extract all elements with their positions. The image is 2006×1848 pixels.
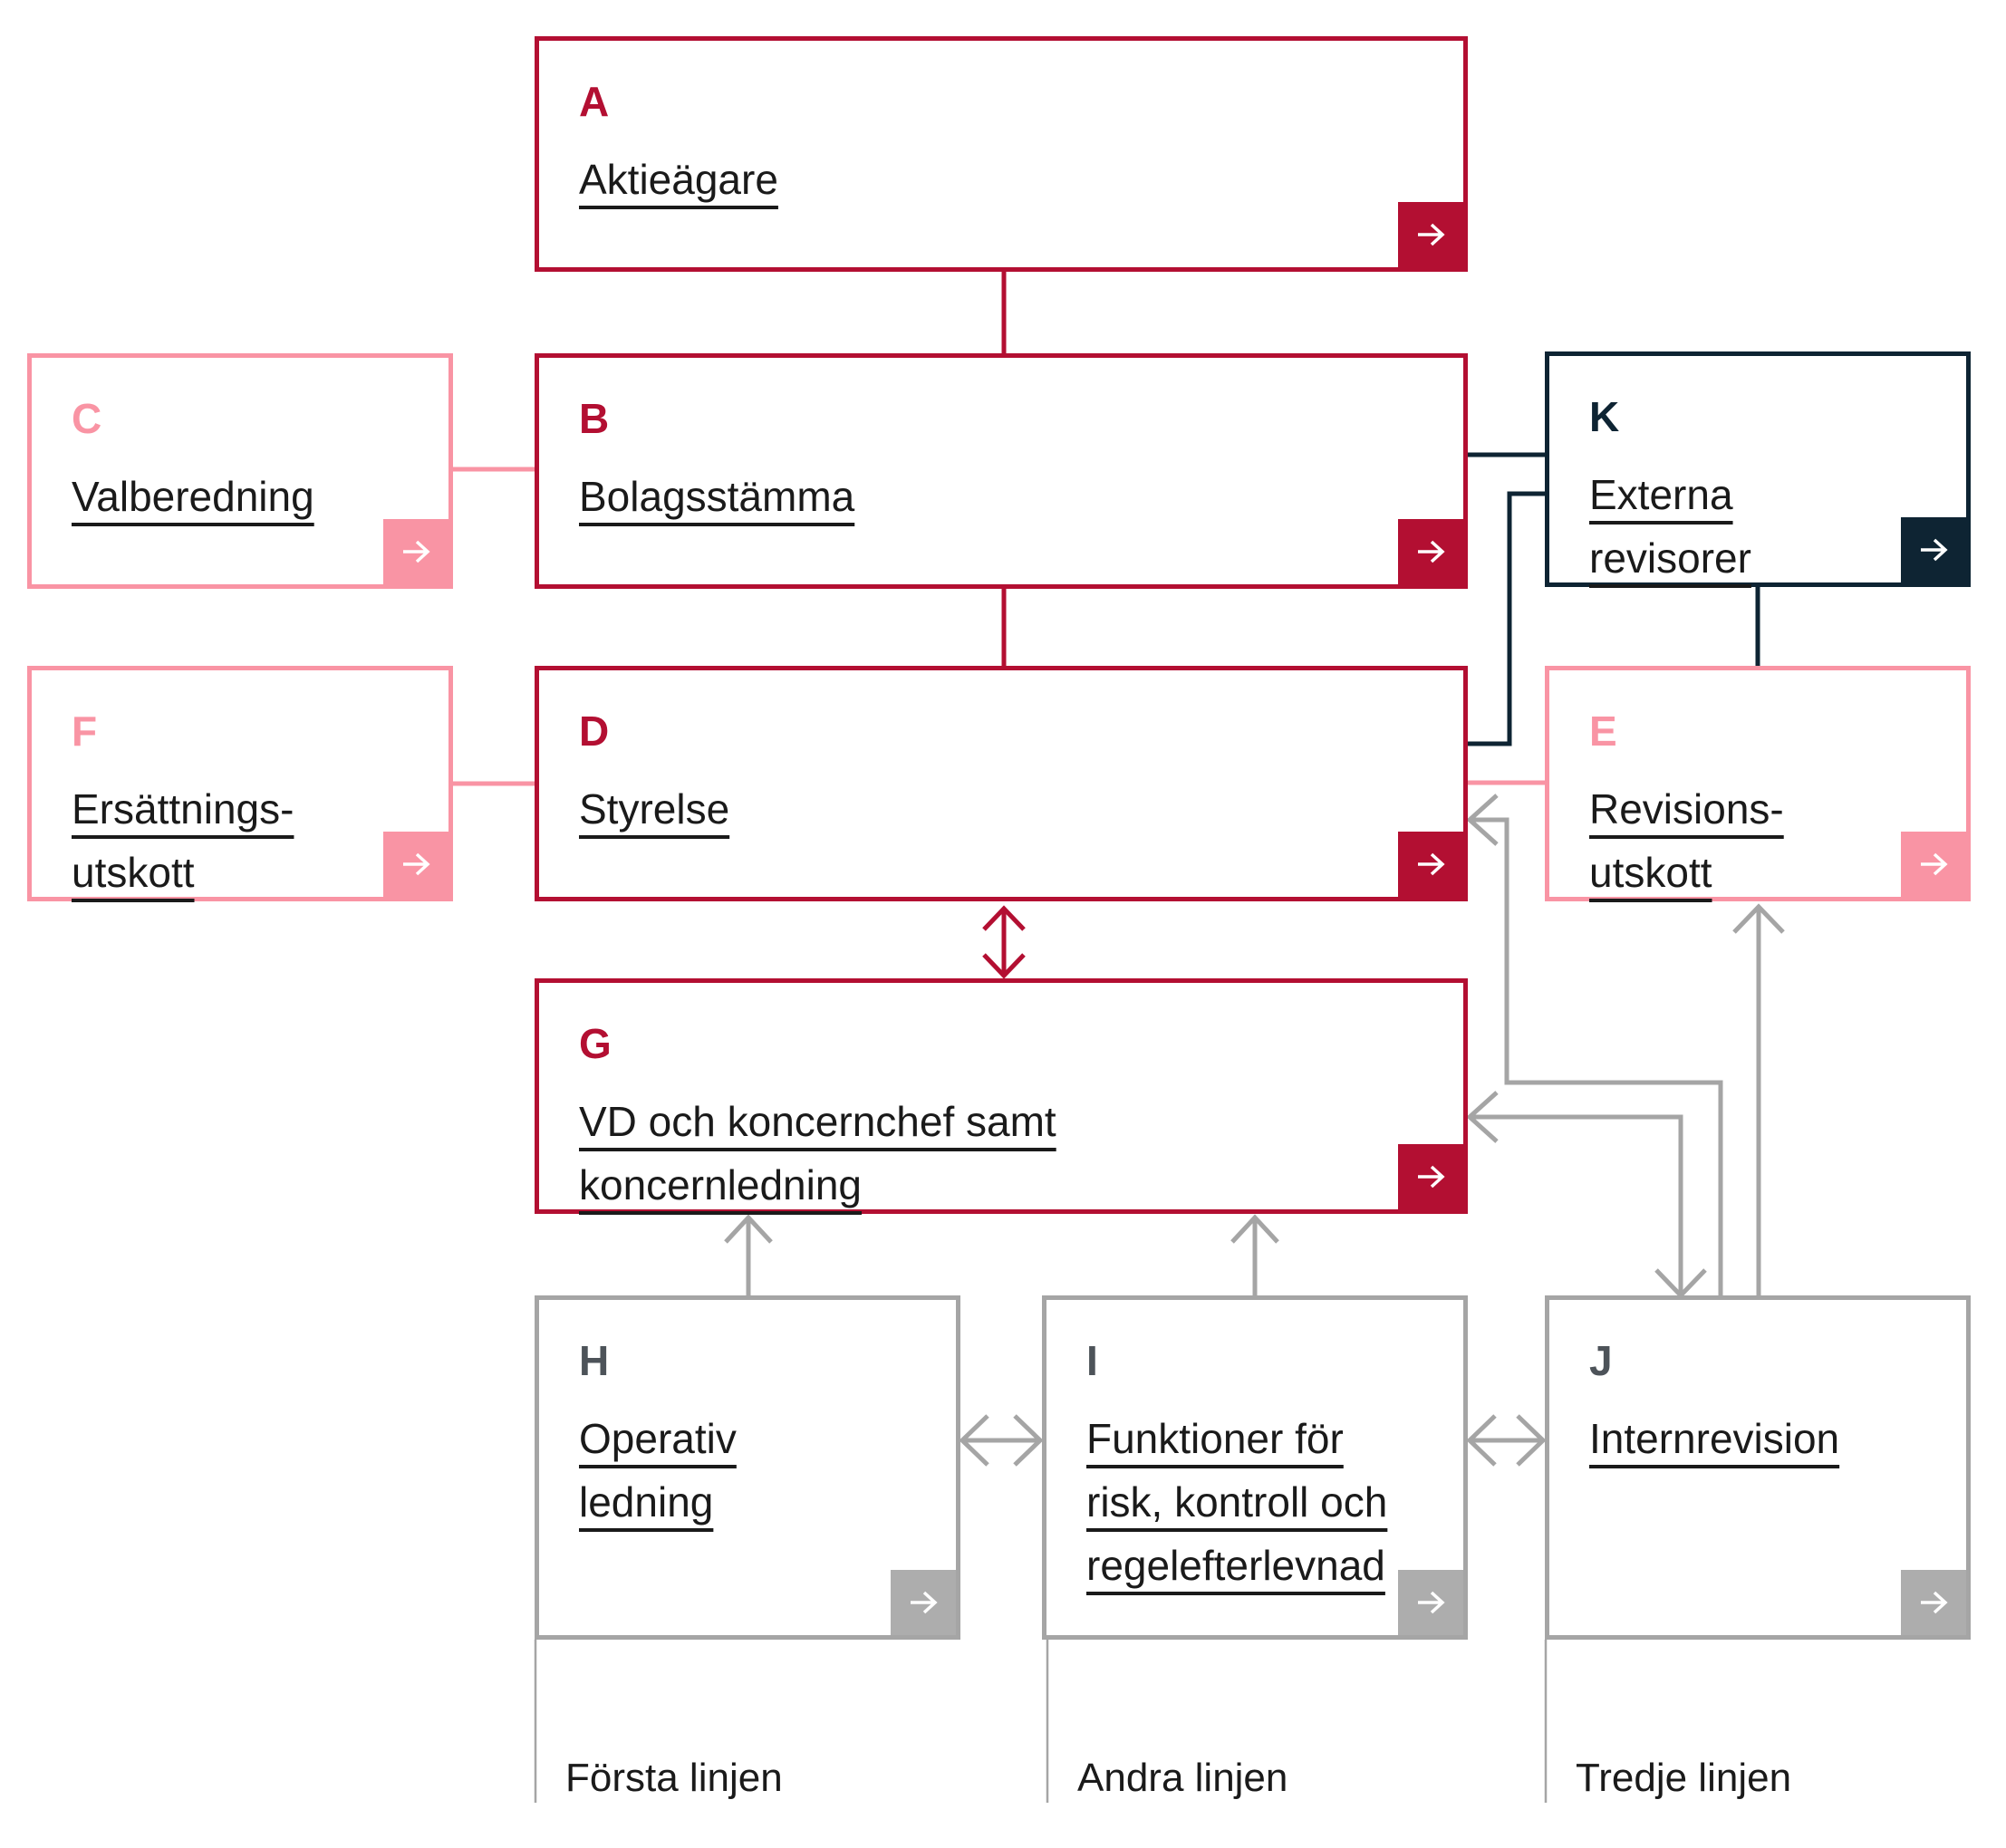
label-second-line: Andra linjen [1077,1756,1288,1800]
box-title-link[interactable]: Ersättnings- utskott [72,785,294,896]
box-title-link[interactable]: Externa revisorer [1589,471,1751,582]
box-content: B Bolagsstämma [539,358,1463,564]
arrow-right-icon [1921,538,1948,562]
arrowhead-down-j [1654,1268,1707,1299]
box-letter: G [579,1020,612,1067]
box-letter: F [72,707,99,755]
arrow-right-button[interactable] [1398,202,1463,267]
box-content: I Funktioner för risk, kontroll och rege… [1046,1300,1463,1633]
box-letter: E [1589,707,1618,755]
box-valberedning[interactable]: C Valberedning [27,353,453,589]
box-externa-revisorer[interactable]: K Externa revisorer [1545,351,1971,587]
box-title-link[interactable]: Revisions- utskott [1589,785,1784,896]
box-content: D Styrelse [539,670,1463,877]
box-title-link[interactable]: Bolagsstämma [579,473,855,520]
arrow-right-icon [403,540,430,563]
arrow-right-button[interactable] [383,519,448,584]
box-title-link[interactable]: Styrelse [579,785,730,833]
arrow-right-button[interactable] [891,1570,956,1635]
box-content: J Internrevision [1549,1300,1966,1506]
arrowhead-left-h [959,1414,989,1467]
box-letter: K [1589,393,1621,440]
arrow-right-icon [403,852,430,876]
arrowhead-left-d [1466,794,1499,846]
box-title-link[interactable]: Valberedning [72,473,314,520]
box-content: F Ersättnings- utskott [32,670,448,940]
connector-g-j [1470,1114,1683,1295]
box-styrelse[interactable]: D Styrelse [535,666,1468,901]
box-revisionsutskott[interactable]: E Revisions- utskott [1545,666,1971,901]
box-title-link[interactable]: VD och koncernchef samt koncernledning [579,1098,1056,1208]
box-title-link[interactable]: Internrevision [1589,1415,1840,1462]
box-aktieagare[interactable]: A Aktieägare [535,36,1468,272]
arrow-right-button[interactable] [383,832,448,897]
box-letter: A [579,78,611,125]
arrow-right-icon [1418,1165,1445,1189]
arrowhead-down-g [982,953,1026,979]
box-title-link[interactable]: Aktieägare [579,156,778,203]
arrowhead-right-j [1516,1414,1547,1467]
label-first-line: Första linjen [565,1756,783,1800]
arrowhead-right-i [1013,1414,1044,1467]
box-content: C Valberedning [32,358,448,564]
label-third-line: Tredje linjen [1576,1756,1792,1800]
box-content: H Operativ ledning [539,1300,956,1570]
arrowhead-left-i [1466,1414,1497,1467]
arrow-right-icon [1418,1591,1445,1614]
box-content: K Externa revisorer [1549,356,1966,626]
arrow-right-button[interactable] [1398,1144,1463,1209]
arrow-right-icon [1921,852,1948,876]
arrow-right-button[interactable] [1398,1570,1463,1635]
connector-k-d [1466,491,1545,746]
box-content: E Revisions- utskott [1549,670,1966,940]
box-letter: D [579,707,611,755]
arrow-right-icon [1418,540,1445,563]
arrow-right-button[interactable] [1901,832,1966,897]
arrow-right-icon [911,1591,938,1614]
arrow-right-icon [1418,852,1445,876]
arrow-right-button[interactable] [1398,519,1463,584]
box-letter: B [579,395,611,442]
box-content: G VD och koncernchef samt koncernledning [539,983,1463,1253]
box-letter: I [1086,1337,1099,1384]
box-operativ-ledning[interactable]: H Operativ ledning [535,1295,960,1640]
arrow-right-icon [1921,1591,1948,1614]
box-title-link[interactable]: Funktioner för risk, kontroll och regele… [1086,1415,1388,1589]
arrow-right-icon [1418,223,1445,246]
box-internrevision[interactable]: J Internrevision [1545,1295,1971,1640]
arrow-right-button[interactable] [1901,1570,1966,1635]
box-vd-koncernledning[interactable]: G VD och koncernchef samt koncernledning [535,978,1468,1214]
box-letter: J [1589,1337,1614,1384]
arrowhead-up-d [982,905,1026,931]
box-letter: H [579,1337,611,1384]
box-title-link[interactable]: Operativ ledning [579,1415,737,1526]
box-risk-kontroll-funktioner[interactable]: I Funktioner för risk, kontroll och rege… [1042,1295,1468,1640]
box-bolagsstamma[interactable]: B Bolagsstämma [535,353,1468,589]
arrow-right-button[interactable] [1398,832,1463,897]
box-letter: C [72,395,103,442]
box-content: A Aktieägare [539,41,1463,247]
arrowhead-left-g [1466,1091,1499,1143]
box-ersattningsutskott[interactable]: F Ersättnings- utskott [27,666,453,901]
arrow-right-button[interactable] [1901,517,1966,582]
